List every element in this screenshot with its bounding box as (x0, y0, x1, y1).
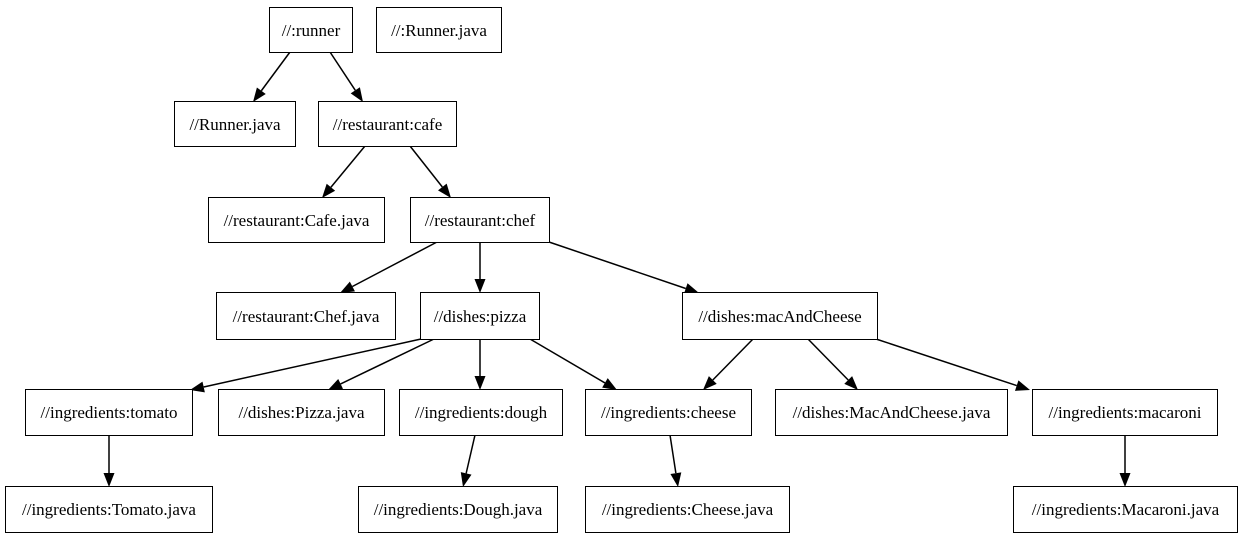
graph-edge-pizza-pizza-java (328, 338, 435, 390)
arrowhead-icon (322, 183, 336, 198)
arrowhead-icon (670, 472, 682, 487)
graph-edge-pizza-dough (474, 339, 486, 390)
graph-edge-runner-cafe (329, 51, 363, 102)
graph-node-runner-java-root: //:Runner.java (376, 7, 502, 53)
graph-node-dough: //ingredients:dough (399, 389, 563, 436)
graph-node-pizza: //dishes:pizza (420, 292, 540, 340)
graph-edge-cafe-chef (409, 145, 451, 198)
graph-node-mac-and-cheese-java: //dishes:MacAndCheese.java (775, 389, 1008, 436)
arrowhead-icon (474, 279, 486, 293)
graph-edge-mac-and-cheese-mac-and-cheese-java (807, 338, 858, 390)
graph-node-chef-java: //restaurant:Chef.java (216, 292, 396, 340)
graph-edge-mac-and-cheese-cheese (703, 338, 754, 390)
graph-node-dough-java: //ingredients:Dough.java (358, 486, 558, 533)
graph-edge-tomato-tomato-java (103, 435, 115, 487)
graph-edge-pizza-tomato (190, 338, 422, 393)
graph-edge-chef-pizza (474, 242, 486, 293)
arrowhead-icon (103, 473, 115, 487)
graph-node-cheese: //ingredients:cheese (585, 389, 752, 436)
graph-node-cafe-java: //restaurant:Cafe.java (208, 197, 385, 243)
arrowhead-icon (1014, 380, 1030, 391)
arrowhead-icon (253, 87, 266, 102)
graph-edge-dough-dough-java (460, 434, 476, 487)
graph-node-runner-java: //Runner.java (174, 101, 296, 147)
graph-node-pizza-java: //dishes:Pizza.java (218, 389, 385, 436)
graph-node-runner: //:runner (269, 7, 353, 53)
graph-edge-pizza-cheese (529, 338, 617, 390)
graph-node-macaroni-java: //ingredients:Macaroni.java (1013, 486, 1238, 533)
graph-edge-chef-mac-and-cheese (548, 241, 699, 294)
arrowhead-icon (1119, 473, 1131, 487)
graph-node-tomato-java: //ingredients:Tomato.java (5, 486, 213, 533)
graph-edge-runner-runner-java (253, 51, 291, 102)
graph-node-chef: //restaurant:chef (410, 197, 550, 243)
graph-edge-mac-and-cheese-macaroni (875, 338, 1030, 391)
graph-node-cafe: //restaurant:cafe (318, 101, 457, 147)
arrowhead-icon (474, 376, 486, 390)
graph-edge-chef-chef-java (340, 241, 438, 293)
arrowhead-icon (460, 472, 472, 487)
graph-node-mac-and-cheese: //dishes:macAndCheese (682, 292, 878, 340)
arrowhead-icon (350, 87, 363, 102)
graph-node-macaroni: //ingredients:macaroni (1032, 389, 1218, 436)
graph-node-tomato: //ingredients:tomato (25, 389, 193, 436)
graph-edge-cafe-cafe-java (322, 145, 366, 198)
arrowhead-icon (703, 376, 717, 390)
arrowhead-icon (438, 183, 451, 198)
arrowhead-icon (844, 376, 858, 390)
graph-node-cheese-java: //ingredients:Cheese.java (585, 486, 790, 533)
graph-edge-cheese-cheese-java (669, 434, 682, 487)
graph-edge-macaroni-macaroni-java (1119, 435, 1131, 487)
